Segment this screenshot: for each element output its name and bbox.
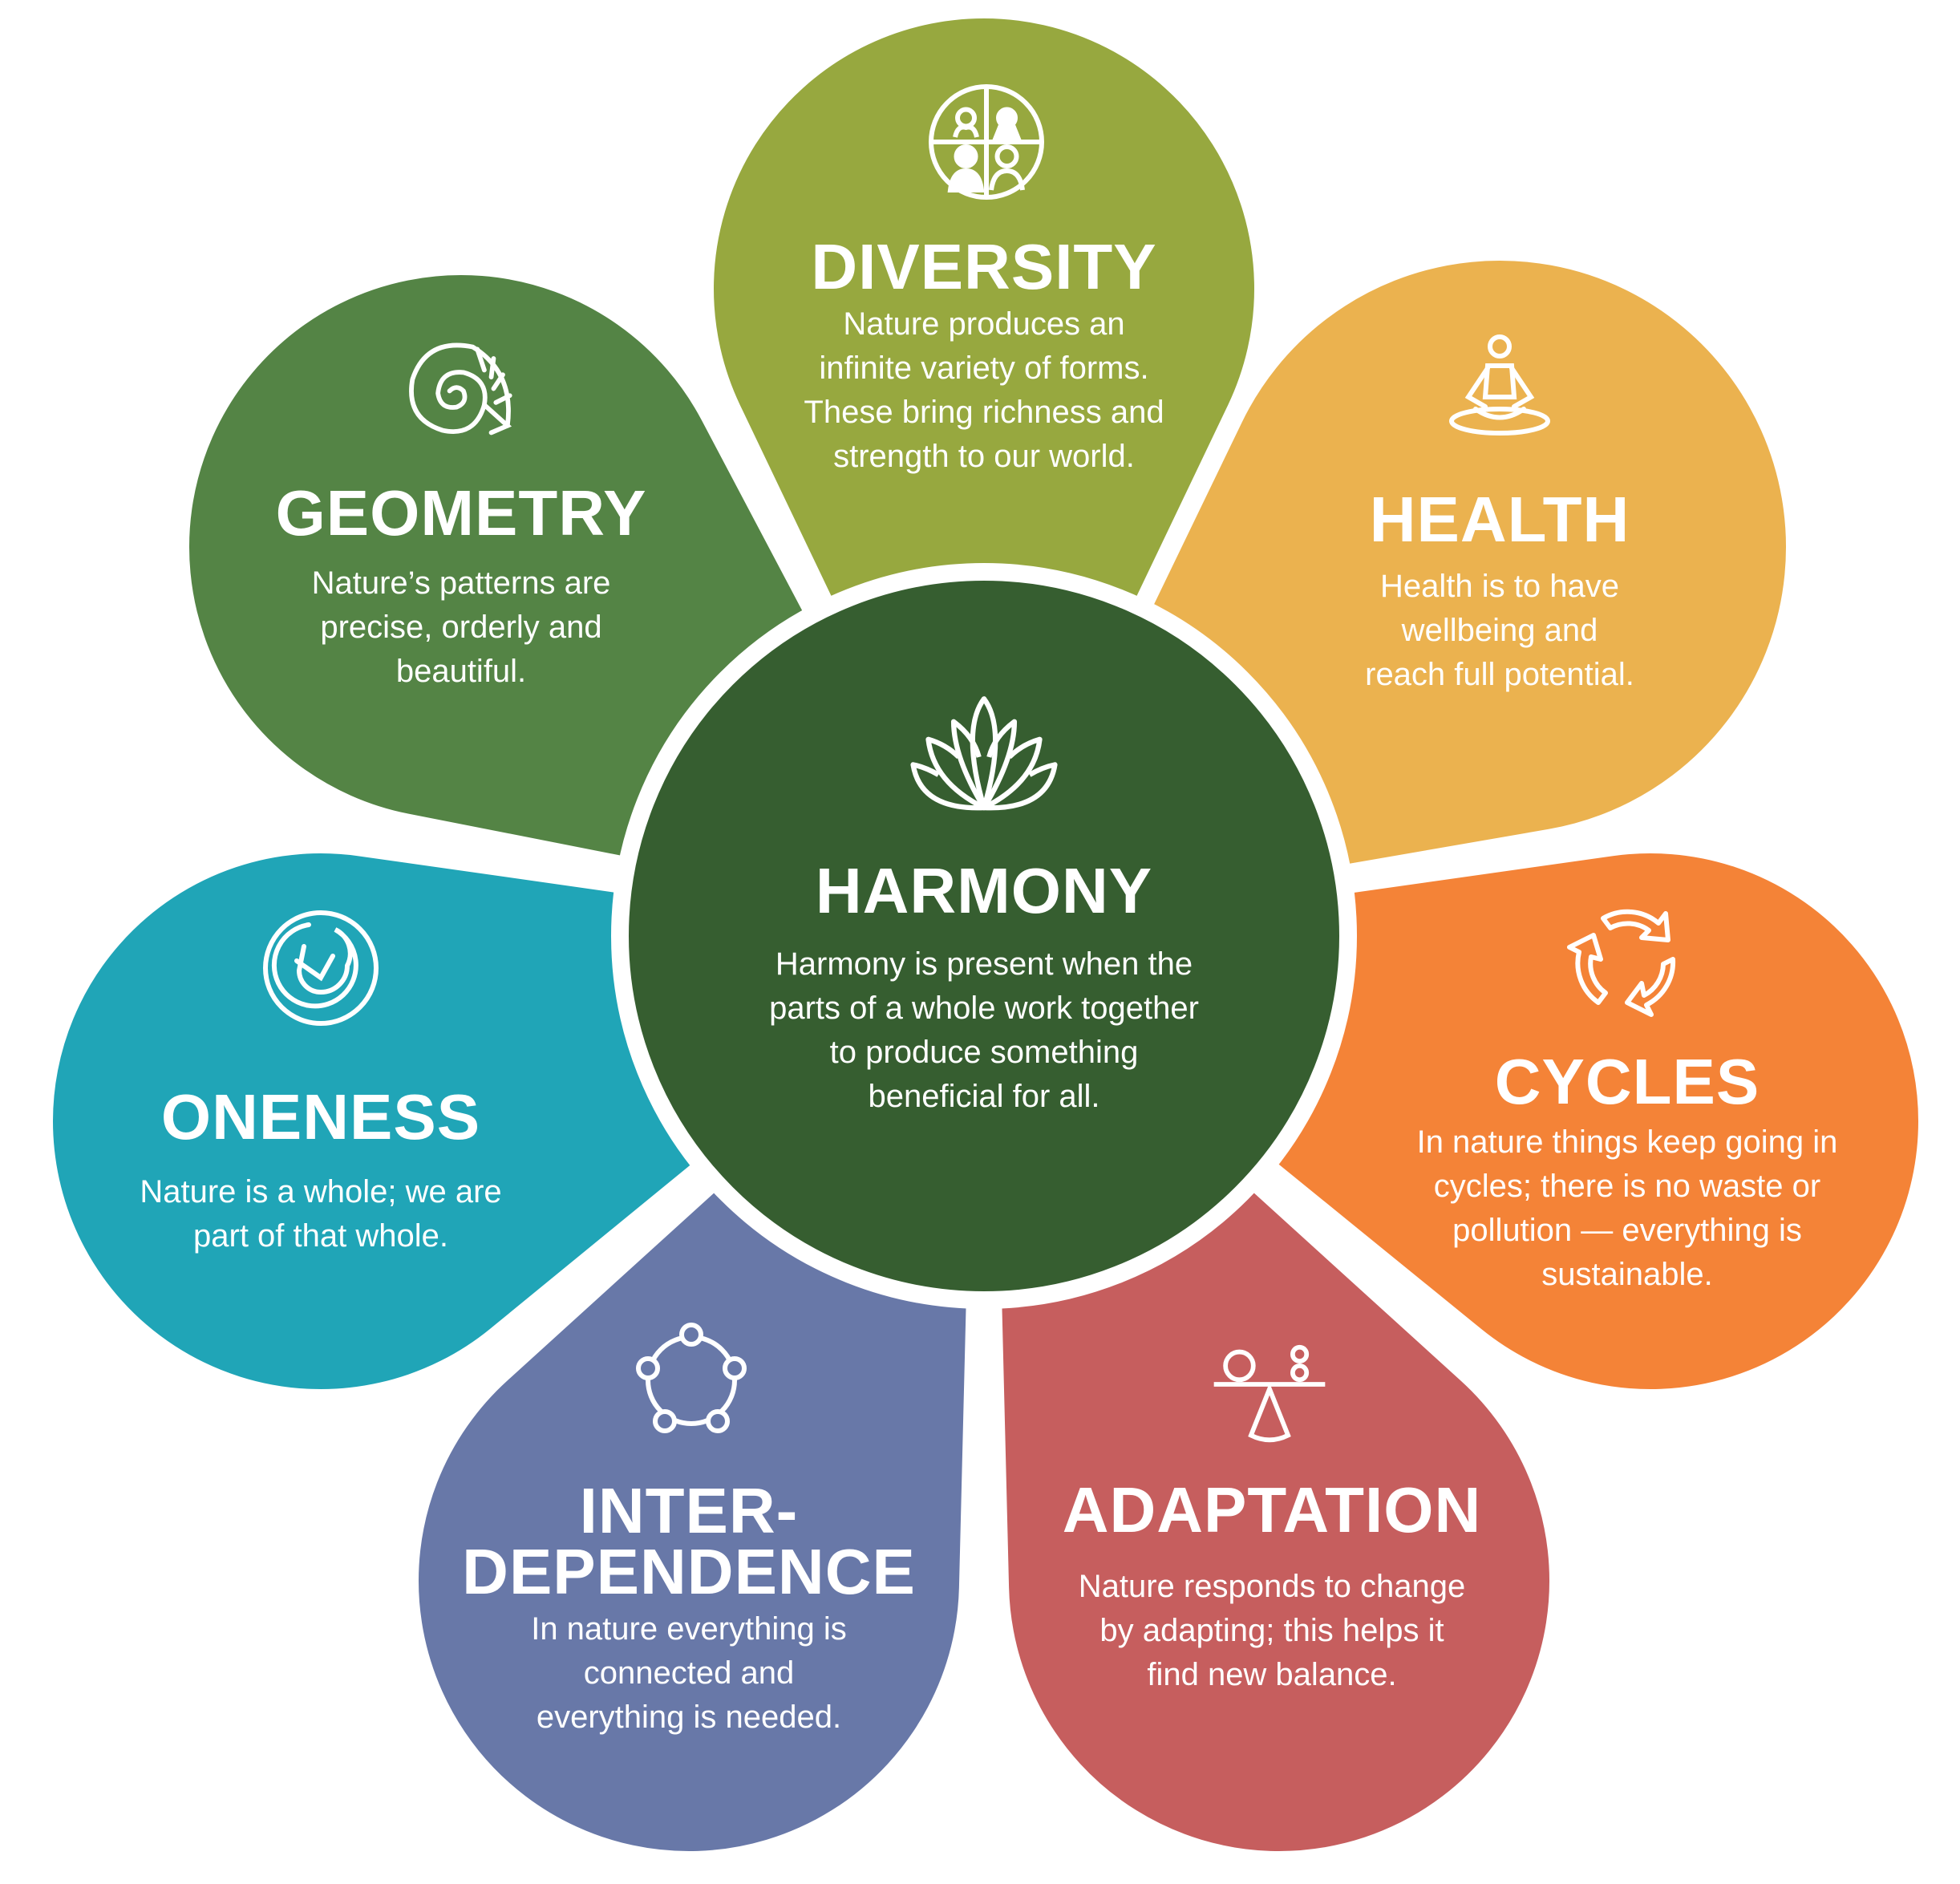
petal-oneness: ONENESS Nature is a whole; we are part o… (140, 1081, 502, 1258)
petal-title: DEPENDENCE (462, 1536, 916, 1607)
petal-title: GEOMETRY (275, 477, 647, 549)
petal-title: INTER- (579, 1475, 799, 1546)
petal-title: DIVERSITY (811, 231, 1157, 302)
petal-text: cycles; there is no waste or (1433, 1169, 1821, 1204)
petal-text: pollution — everything is (1452, 1213, 1802, 1248)
petal-diversity-shape (696, 1, 1272, 945)
meditation-icon (1449, 334, 1550, 436)
petal-cycles: CYCLES In nature things keep going in cy… (1416, 1046, 1838, 1297)
center-title: HARMONY (815, 855, 1153, 926)
center-text: to produce something (829, 1035, 1139, 1070)
petal-text: In nature everything is (531, 1611, 847, 1647)
petal-text: Nature’s patterns are (311, 565, 611, 601)
petal-health: HEALTH Health is to have wellbeing and r… (1365, 484, 1634, 697)
petal-text: Nature produces an (843, 306, 1125, 342)
shell-icon (409, 342, 512, 436)
petal-text: by adapting; this helps it (1099, 1613, 1444, 1648)
center-text: beneficial for all. (868, 1079, 1100, 1114)
petal-text: part of that whole. (193, 1218, 448, 1254)
petal-text: precise, orderly and (320, 610, 602, 645)
petal-diversity: DIVERSITY Nature produces an infinite va… (804, 231, 1164, 479)
diverse-people-icon (929, 84, 1044, 200)
petal-adaptation: ADAPTATION Nature responds to change by … (1062, 1474, 1482, 1697)
spiral-circle-icon (263, 910, 379, 1026)
petal-text: wellbeing and (1401, 613, 1598, 648)
petal-text: reach full potential. (1365, 657, 1634, 692)
petal-text: Nature is a whole; we are (140, 1174, 502, 1209)
petal-text: sustainable. (1541, 1257, 1713, 1292)
petal-geometry: GEOMETRY Nature’s patterns are precise, … (275, 477, 647, 694)
petal-text: connected and (583, 1655, 795, 1691)
petal-text: These bring richness and (804, 395, 1164, 430)
petal-interdependence: INTER- DEPENDENCE In nature everything i… (462, 1475, 916, 1740)
balance-icon (1213, 1344, 1326, 1443)
petal-text: Nature responds to change (1078, 1569, 1466, 1604)
petal-text: infinite variety of forms. (819, 350, 1149, 386)
petal-text: find new balance. (1147, 1657, 1397, 1692)
petal-title: CYCLES (1494, 1046, 1760, 1117)
petal-text: strength to our world. (833, 439, 1135, 474)
center-harmony: HARMONY Harmony is present when the part… (769, 855, 1199, 1119)
connected-circle-icon (636, 1323, 747, 1433)
center-text: Harmony is present when the (775, 946, 1193, 982)
petal-text: everything is needed. (536, 1700, 842, 1735)
petal-text: In nature things keep going in (1416, 1124, 1838, 1160)
center-text: parts of a whole work together (769, 991, 1199, 1026)
cycle-arrows-icon (1567, 909, 1676, 1017)
lotus-icon (910, 696, 1058, 811)
petal-title: HEALTH (1369, 484, 1630, 555)
petal-title: ONENESS (160, 1081, 481, 1153)
petal-text: Health is to have (1380, 569, 1619, 604)
center-circle (611, 563, 1357, 1309)
petal-title: ADAPTATION (1062, 1474, 1482, 1546)
petal-text: beautiful. (395, 654, 527, 689)
